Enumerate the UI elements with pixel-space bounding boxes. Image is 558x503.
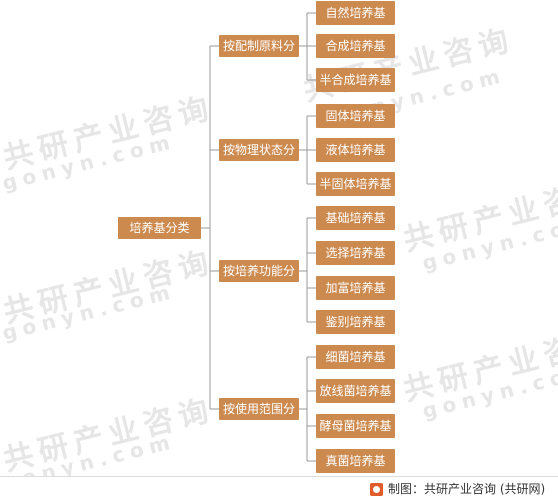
leaf-node: 细菌培养基 — [316, 345, 395, 369]
leaf-node: 放线菌培养基 — [316, 379, 395, 403]
category-node-function: 按培养功能分 — [219, 260, 299, 282]
leaf-node: 固体培养基 — [316, 104, 395, 128]
leaf-node: 酵母菌培养基 — [316, 414, 395, 438]
root-node: 培养基分类 — [118, 217, 201, 239]
category-node-physical-state: 按物理状态分 — [219, 139, 299, 161]
leaf-node: 真菌培养基 — [316, 449, 395, 473]
leaf-node: 选择培养基 — [316, 241, 395, 265]
leaf-node: 液体培养基 — [316, 138, 395, 162]
category-node-usage-scope: 按使用范围分 — [219, 398, 299, 420]
source-credit: 制图：共研产业咨询 (共研网) — [388, 482, 546, 496]
category-node-raw-material: 按配制原料分 — [219, 35, 299, 57]
gonyn-logo-icon — [370, 483, 383, 496]
leaf-node: 加富培养基 — [316, 276, 395, 300]
footer-bar — [0, 476, 558, 503]
leaf-node: 半固体培养基 — [316, 172, 395, 196]
leaf-node: 自然培养基 — [316, 1, 395, 25]
leaf-node: 鉴别培养基 — [316, 310, 395, 334]
leaf-node: 基础培养基 — [316, 206, 395, 230]
leaf-node: 合成培养基 — [316, 34, 395, 58]
leaf-node: 半合成培养基 — [316, 68, 395, 92]
